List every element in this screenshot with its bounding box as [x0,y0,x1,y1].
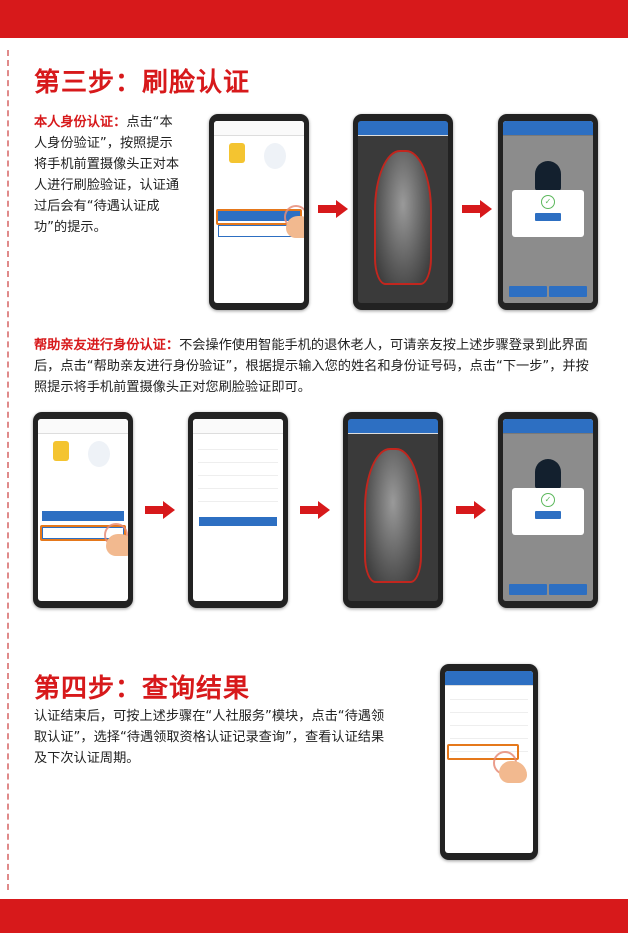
help-auth-paragraph: 帮助亲友进行身份认证：不会操作使用智能手机的退休老人，可请亲友按上述步骤登录到此… [34,335,600,398]
phone-screen-face-scan [353,114,453,310]
check-circle-icon: ✓ [541,195,555,210]
phone-screen [38,419,128,601]
bottom-red-band [0,899,628,933]
form-row [198,453,278,463]
phone-screen-face-scan-help [343,412,443,608]
help-auth-label: 帮助亲友进行身份认证： [34,338,180,353]
list-item [450,690,528,700]
phone-screen-home [209,114,309,310]
success-dialog: ✓ [512,190,584,238]
list-item [450,742,528,752]
success-dialog: ✓ [512,488,584,536]
top-red-band [0,0,628,38]
person-illustration-icon [264,143,286,169]
highlight-box [447,744,519,760]
phone-screen: ✓ [503,121,593,303]
list-item [450,716,528,726]
bottom-button-mock-left [509,584,547,595]
list-item [450,703,528,713]
list-item [450,729,528,739]
self-verify-button-mock [218,211,300,221]
arrow-right-icon [456,501,486,519]
self-auth-label: 本人身份认证： [34,115,127,130]
app-title-bar [348,419,438,434]
form-row [198,466,278,476]
app-title-bar [193,419,283,434]
phone-screen [348,419,438,601]
app-title-bar [38,419,128,434]
form-row [198,440,278,450]
face-outline-frame [364,448,422,583]
self-auth-paragraph: 本人身份认证：点击“本人身份验证”，按照提示将手机前置摄像头正对本人进行刷脸验证… [34,112,184,238]
dashed-margin-line [7,50,9,890]
arrow-right-icon [300,501,330,519]
phone-screen-help-form [188,412,288,608]
avatar [535,161,561,191]
step4-paragraph: 认证结束后，可按上述步骤在“人社服务”模块，点击“待遇领取认证”，选择“待遇领取… [34,709,385,766]
arrow-right-icon [145,501,175,519]
app-title-bar [503,121,593,136]
avatar [535,459,561,489]
self-verify-button-mock [42,511,124,521]
hand-pointer-icon [106,534,128,556]
phone-screen [445,671,533,853]
person-illustration-icon [88,441,110,467]
dialog-confirm-button-mock [535,511,561,520]
lock-illustration-icon [229,143,245,163]
phone-screen [193,419,283,601]
arrow-right-icon [318,200,348,218]
phone-screen [358,121,448,303]
face-outline-frame [374,150,432,285]
next-button-mock [199,517,277,526]
form-row [198,492,278,502]
lock-illustration-icon [53,441,69,461]
phone-screen [214,121,304,303]
phone-screen-success-help: ✓ [498,412,598,608]
step3-title: 第三步：刷脸认证 [34,68,251,98]
hand-pointer-icon [499,761,527,783]
dialog-confirm-button-mock [535,213,561,222]
arrow-right-icon [462,200,492,218]
app-title-bar [445,671,533,686]
hand-pointer-icon [286,216,304,238]
app-title-bar [358,121,448,136]
form-area [193,440,283,502]
check-circle-icon: ✓ [541,493,555,508]
phone-screen: ✓ [503,419,593,601]
app-title-bar [503,419,593,434]
bottom-button-mock-right [549,286,587,297]
bottom-button-mock-left [509,286,547,297]
form-row [198,479,278,489]
phone-screen-success: ✓ [498,114,598,310]
self-auth-text: 点击“本人身份验证”，按照提示将手机前置摄像头正对本人进行刷脸验证，认证通过后会… [34,115,180,235]
menu-list [445,690,533,752]
app-title-bar [214,121,304,136]
help-auth-text: 不会操作使用智能手机的退休老人，可请亲友按上述步骤登录到此界面后，点击“帮助亲友… [34,338,589,395]
phone-screen-query [440,664,538,860]
step4-title: 第四步：查询结果 [34,674,251,704]
phone-screen-home-help [33,412,133,608]
bottom-button-mock-right [549,584,587,595]
